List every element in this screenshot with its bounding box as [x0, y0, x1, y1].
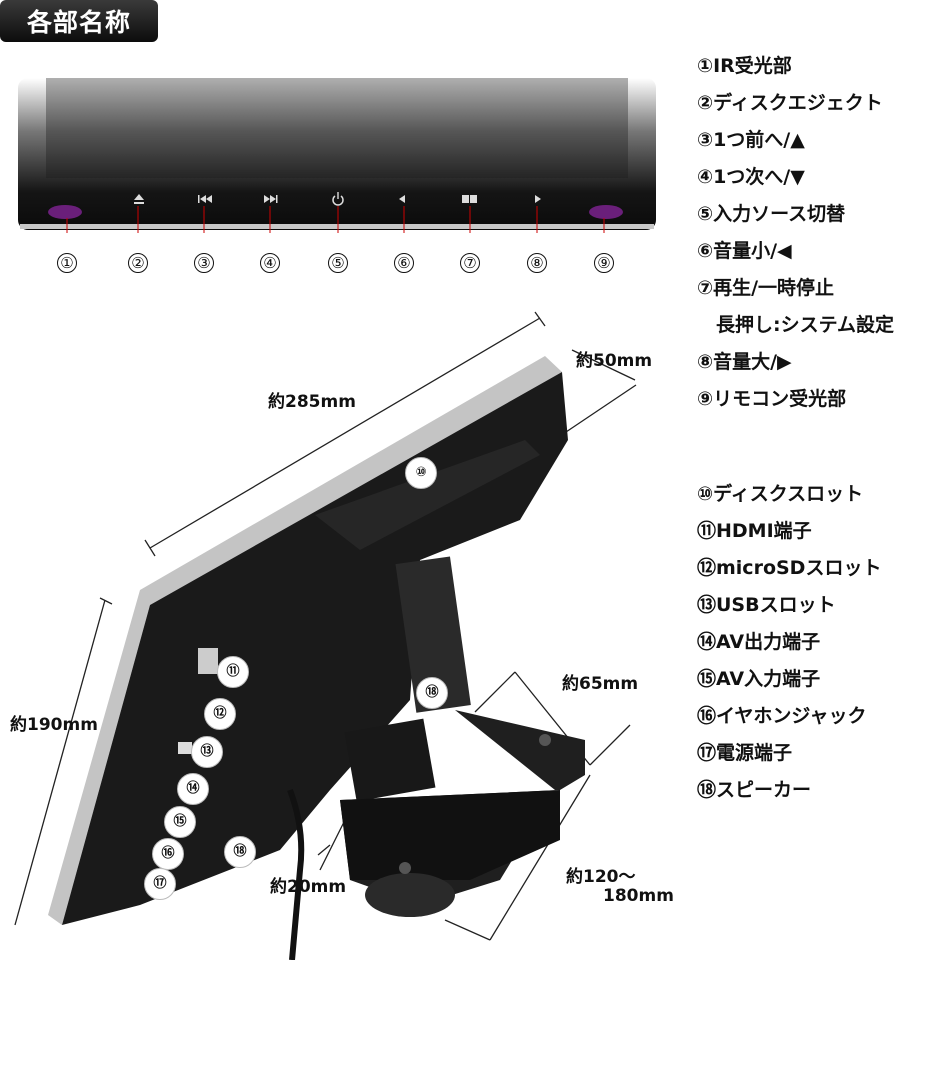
callout-speaker-left: ⑱: [224, 836, 256, 868]
left-triangle-icon: [399, 195, 405, 203]
callout-microsd: ⑫: [204, 698, 236, 730]
front-number-6: ⑥: [394, 253, 414, 273]
callout-av-in: ⑮: [164, 806, 196, 838]
callout-speaker-right: ⑱: [416, 677, 448, 709]
front-number-5: ⑤: [328, 253, 348, 273]
list-item: ⑥音量小/◀: [697, 240, 792, 262]
monitor-bezel: [18, 78, 656, 230]
right-triangle-icon: [535, 195, 541, 203]
dimension-width: 約285mm: [268, 392, 356, 412]
dimension-bracket-length-2: 180mm: [603, 886, 674, 906]
dimension-bracket-width: 約65mm: [562, 674, 639, 694]
callout-hdmi: ⑪: [217, 656, 249, 688]
ir-sensor-icon: [48, 205, 82, 219]
power-icon: [332, 192, 344, 206]
list-item: ②ディスクエジェクト: [697, 92, 883, 114]
list-item: ⑱スピーカー: [697, 779, 812, 801]
callout-disc-slot: ⑩: [405, 457, 437, 489]
next-icon: [264, 195, 278, 203]
dimension-depth: 約50mm: [576, 351, 653, 371]
list-item: ④1つ次へ/▼: [697, 166, 805, 188]
list-item: ①IR受光部: [697, 55, 792, 77]
list-item: ⑯イヤホンジャック: [697, 705, 867, 727]
list-item: ⑰電源端子: [697, 742, 793, 764]
monitor-front-view: [18, 78, 656, 233]
mount-bracket: [340, 710, 585, 917]
remote-sensor-icon: [589, 205, 623, 219]
callout-av-out: ⑭: [177, 773, 209, 805]
dimension-bracket-depth: 約20mm: [270, 877, 347, 897]
dimension-bracket-length: 約120～: [566, 867, 636, 887]
parts-list-front: ①IR受光部 ②ディスクエジェクト ③1つ前へ/▲ ④1つ次へ/▼ ⑤入力ソース…: [697, 48, 894, 418]
list-item: ⑨リモコン受光部: [697, 388, 847, 410]
list-item: ⑧音量大/▶: [697, 351, 792, 373]
front-number-3: ③: [194, 253, 214, 273]
list-item: 長押し:システム設定: [697, 314, 895, 336]
screen: [46, 78, 628, 178]
eject-icon: [134, 194, 144, 200]
list-item: ⑦再生/一時停止: [697, 277, 835, 299]
front-number-7: ⑦: [460, 253, 480, 273]
front-number-9: ⑨: [594, 253, 614, 273]
list-item: ③1つ前へ/▲: [697, 129, 805, 151]
front-number-8: ⑧: [527, 253, 547, 273]
list-item: ⑫microSDスロット: [697, 557, 882, 579]
list-item: ⑪HDMI端子: [697, 520, 812, 542]
dimension-height: 約190mm: [10, 715, 98, 735]
list-item: ⑩ディスクスロット: [697, 483, 864, 505]
power-cable: [287, 788, 305, 960]
parts-list-rear: ⑩ディスクスロット ⑪HDMI端子 ⑫microSDスロット ⑬USBスロット …: [697, 476, 881, 809]
list-item: ⑤入力ソース切替: [697, 203, 846, 225]
section-title: 各部名称: [0, 0, 158, 42]
front-number-4: ④: [260, 253, 280, 273]
callout-usb: ⑬: [191, 736, 223, 768]
list-item: ⑭AV出力端子: [697, 631, 821, 653]
callout-earphone: ⑯: [152, 838, 184, 870]
front-number-1: ①: [57, 253, 77, 273]
usb-port-icon: [178, 742, 192, 754]
menu-book-icon: [462, 195, 477, 203]
front-number-2: ②: [128, 253, 148, 273]
list-item: ⑮AV入力端子: [697, 668, 821, 690]
hdmi-port-icon: [198, 648, 218, 674]
previous-icon: [198, 195, 212, 203]
callout-power: ⑰: [144, 868, 176, 900]
list-item: ⑬USBスロット: [697, 594, 836, 616]
dimension-lines: [14, 311, 637, 941]
